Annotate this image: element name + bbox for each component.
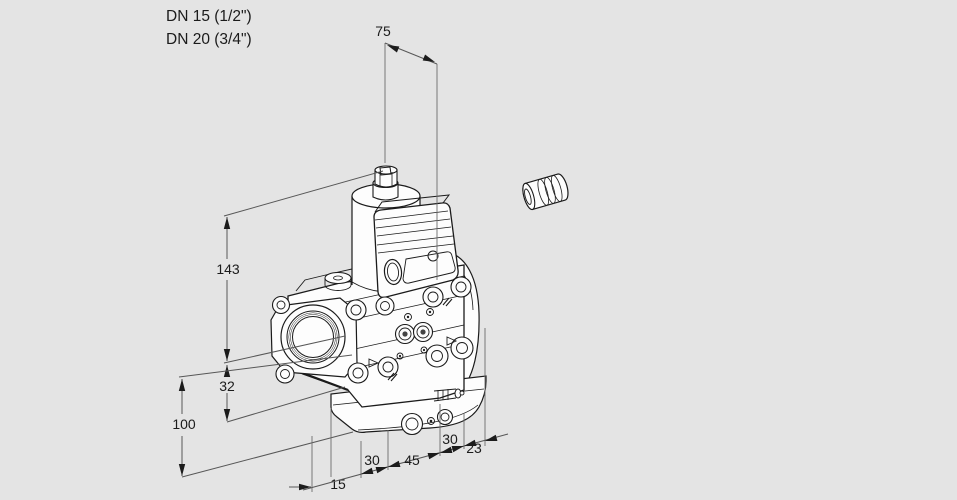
cable-gland: [522, 173, 569, 211]
dim-label-23: 23: [466, 440, 482, 456]
dim-label-45: 45: [404, 452, 420, 468]
vent-screw: [433, 388, 465, 402]
solenoid-housing: [373, 194, 459, 299]
dimension-center-offset: 32: [219, 335, 346, 423]
dn20-label: DN 20 (3/4"): [166, 31, 252, 48]
dim-label-32: 32: [219, 378, 235, 394]
dimension-tap-offset: 15: [289, 436, 346, 492]
hatch-marks: [387, 297, 453, 382]
dimension-bottom-chain: 30 45 30 23: [302, 328, 509, 491]
housing-ribs: [374, 210, 455, 254]
dim-label-75: 75: [375, 23, 391, 39]
body-details: [368, 297, 458, 382]
test-nipples: [394, 321, 434, 345]
dim-label-15: 15: [330, 476, 346, 492]
size-designations: DN 15 (1/2") DN 20 (3/4"): [166, 8, 252, 48]
flange-bolts: [271, 276, 474, 384]
pressure-taps: [400, 408, 454, 436]
flow-direction-arrows: [368, 336, 458, 368]
dn15-label: DN 15 (1/2"): [166, 8, 252, 25]
dimension-body-height: 100: [172, 354, 354, 478]
dimension-actuator-height: 143: [216, 170, 384, 361]
dim-label-100: 100: [172, 416, 196, 432]
top-pad: [324, 272, 352, 291]
dim-label-30b: 30: [442, 431, 458, 447]
valve-assembly: [270, 165, 487, 436]
dimension-top-width: 75: [375, 23, 438, 280]
dim-label-143: 143: [216, 261, 240, 277]
dim-label-30a: 30: [364, 452, 380, 468]
adjustment-knob: [372, 165, 399, 201]
